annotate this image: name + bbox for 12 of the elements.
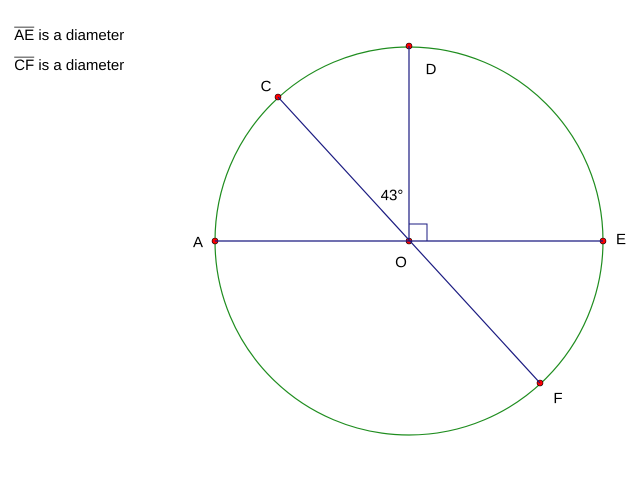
line-segment [278, 96, 540, 384]
point-label: E [617, 234, 626, 244]
note-text: AE is a diameter [14, 29, 124, 40]
angle-label: 43° [381, 190, 402, 200]
point-label: C [261, 80, 271, 92]
point-label: D [426, 64, 436, 74]
line-segment [408, 46, 410, 241]
note-text: CF is a diameter [14, 59, 124, 70]
point-label: A [193, 236, 203, 248]
point-label: O [396, 256, 406, 268]
point-label: F [554, 392, 562, 404]
line-segment [215, 240, 603, 242]
